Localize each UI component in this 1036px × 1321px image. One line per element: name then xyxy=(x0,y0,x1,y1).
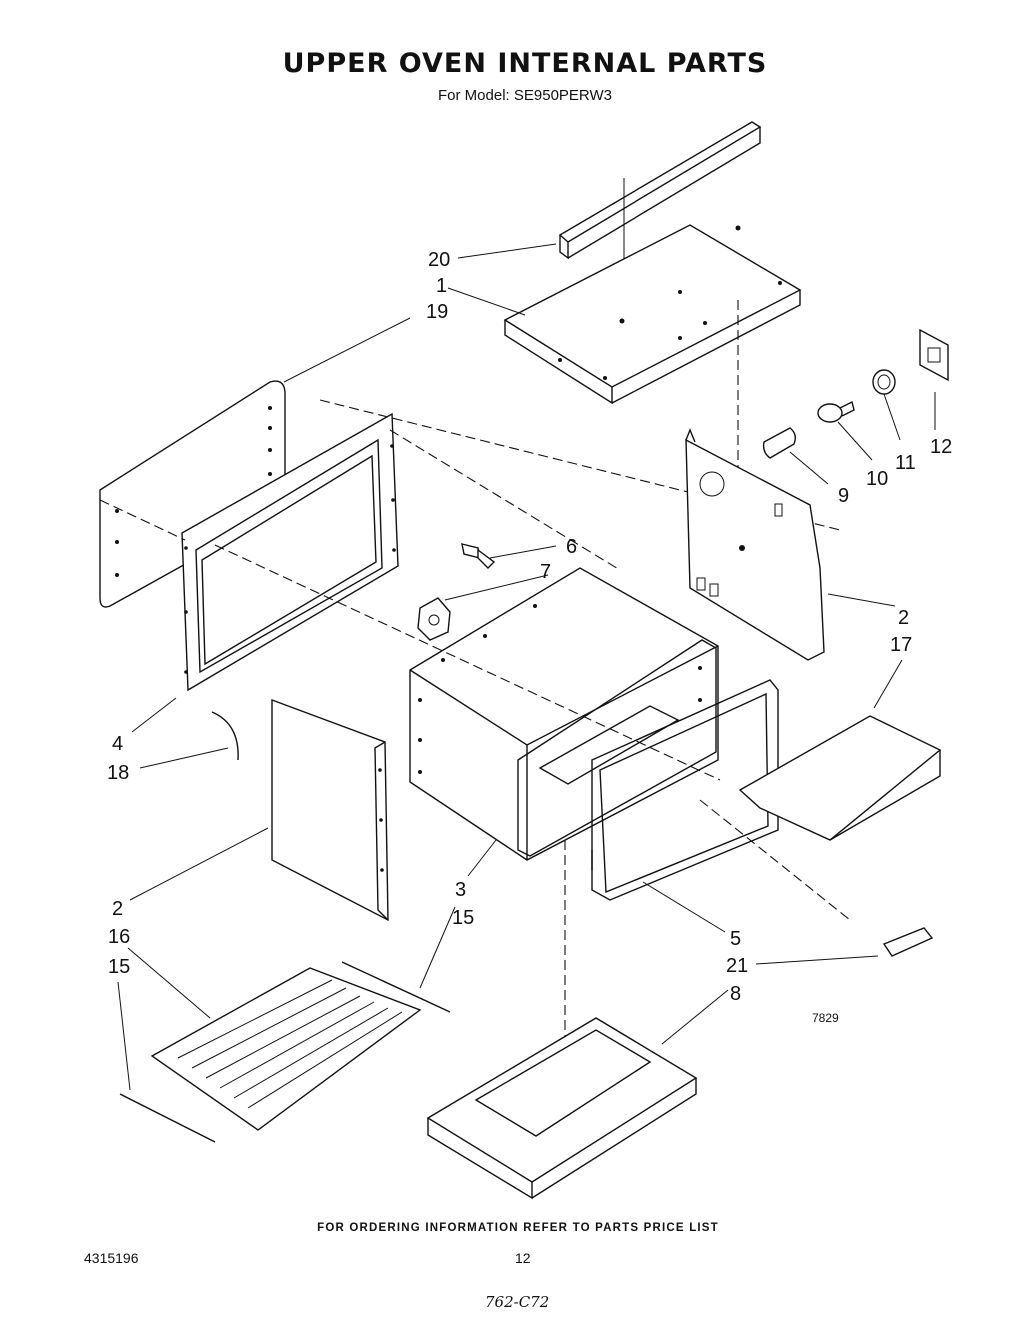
part-5-element xyxy=(591,679,779,901)
part-2-side-shield xyxy=(271,698,389,922)
part-17-tray xyxy=(738,715,942,841)
callout-4: 4 xyxy=(112,733,123,755)
part-3-oven-cavity xyxy=(409,567,719,861)
callout-15-left: 15 xyxy=(108,956,130,978)
model-subtitle: For Model: SE950PERW3 xyxy=(438,87,612,104)
callout-7: 7 xyxy=(540,561,551,583)
callout-5: 5 xyxy=(730,928,741,950)
part-6-bolt xyxy=(461,543,496,569)
part-8-broil-pan xyxy=(426,1017,698,1200)
callout-labels: 20 1 19 12 11 10 9 6 7 2 17 4 18 3 15 2 … xyxy=(107,249,952,1025)
callout-16: 16 xyxy=(108,926,130,948)
callout-1: 1 xyxy=(436,275,447,297)
callout-2-right: 2 xyxy=(898,607,909,629)
callout-3: 3 xyxy=(455,879,466,901)
callout-9: 9 xyxy=(838,485,849,507)
callout-8: 8 xyxy=(730,983,741,1005)
page-title: UPPER OVEN INTERNAL PARTS xyxy=(282,48,768,79)
callout-12: 12 xyxy=(930,436,952,458)
part-18-wire xyxy=(211,711,239,761)
callout-18: 18 xyxy=(107,762,129,784)
part-4-frame xyxy=(99,412,399,692)
callout-10: 10 xyxy=(866,468,888,490)
part-16-rack xyxy=(150,967,422,1131)
callout-21: 21 xyxy=(726,955,748,977)
leader-lines xyxy=(117,243,936,1091)
callout-20: 20 xyxy=(428,249,450,271)
part-21-knob xyxy=(882,927,934,957)
part-12-mount xyxy=(919,328,949,382)
callout-11: 11 xyxy=(895,452,916,474)
part-1-top-plate xyxy=(503,224,802,470)
callout-17: 17 xyxy=(890,634,912,656)
part-2-rear-panel xyxy=(685,428,825,661)
figure-id: 7829 xyxy=(812,1011,839,1025)
part-7-bracket xyxy=(417,597,451,641)
callout-6: 6 xyxy=(566,536,577,558)
part-11-lens xyxy=(872,369,896,395)
part-15-rack-guide xyxy=(119,961,451,1143)
handwritten-note: 762-C72 xyxy=(485,1293,550,1311)
callout-15-mid: 15 xyxy=(452,907,474,929)
page-number: 12 xyxy=(515,1250,531,1266)
callout-19: 19 xyxy=(426,301,448,323)
part-9-socket xyxy=(762,427,797,459)
ordering-note: FOR ORDERING INFORMATION REFER TO PARTS … xyxy=(317,1222,719,1234)
part-10-bulb xyxy=(817,400,855,423)
document-number: 4315196 xyxy=(84,1250,139,1266)
callout-2-left: 2 xyxy=(112,898,123,920)
